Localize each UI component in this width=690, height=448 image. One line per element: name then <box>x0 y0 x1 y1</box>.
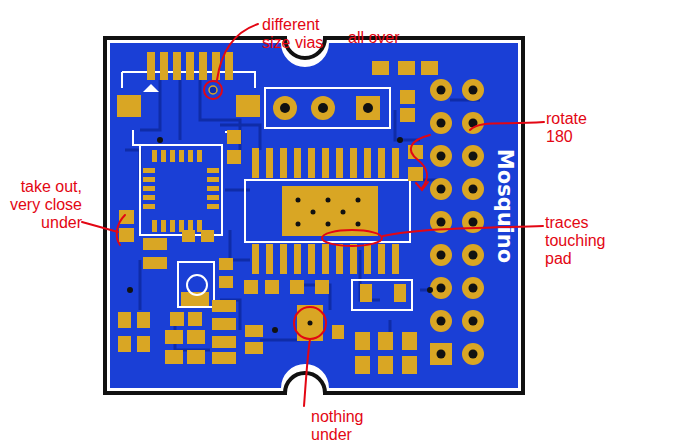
annotation-note: different size vias <box>262 16 342 52</box>
header-pins <box>430 79 484 365</box>
annotation-note: rotate 180 <box>546 110 608 146</box>
annotation-note: traces touching pad <box>545 214 625 268</box>
traces <box>125 80 480 350</box>
silkscreen <box>122 72 412 310</box>
pads <box>117 52 438 374</box>
board-name: Mosquino <box>493 149 517 263</box>
annotation-note: all over <box>348 29 438 47</box>
board-copper <box>110 43 518 388</box>
annotation-note: take out, very close under <box>4 178 82 232</box>
annotation-marks <box>82 24 544 406</box>
vias <box>127 86 433 333</box>
annotation-note: nothing under <box>311 408 386 444</box>
board-outline <box>105 38 523 393</box>
through-hole-pads <box>187 96 380 295</box>
